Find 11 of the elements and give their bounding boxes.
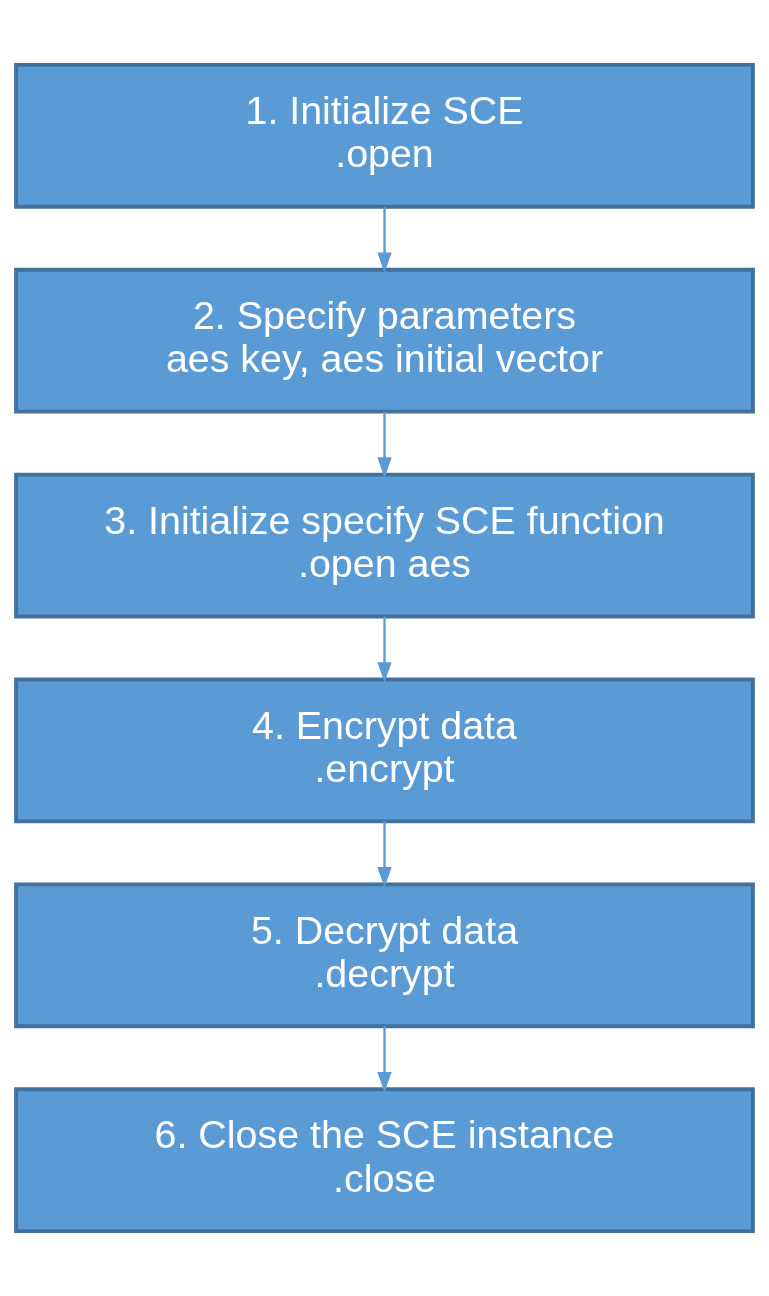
arrow <box>377 206 392 273</box>
node-box: 3. Initialize specify SCE function .open aes <box>14 472 755 619</box>
arrow <box>377 616 392 683</box>
node-box: 2. Specify parameters aes key, aes initial vector <box>14 267 755 414</box>
node-box: 6. Close the SCE instance .close <box>14 1087 755 1234</box>
node-box: 4. Encrypt data .encrypt <box>14 677 755 824</box>
arrow <box>377 821 392 888</box>
node-box: 1. Initialize SCE .open <box>14 62 755 209</box>
node-box: 5. Decrypt data .decrypt <box>14 882 755 1029</box>
arrow <box>377 1026 392 1093</box>
arrow <box>377 411 392 478</box>
